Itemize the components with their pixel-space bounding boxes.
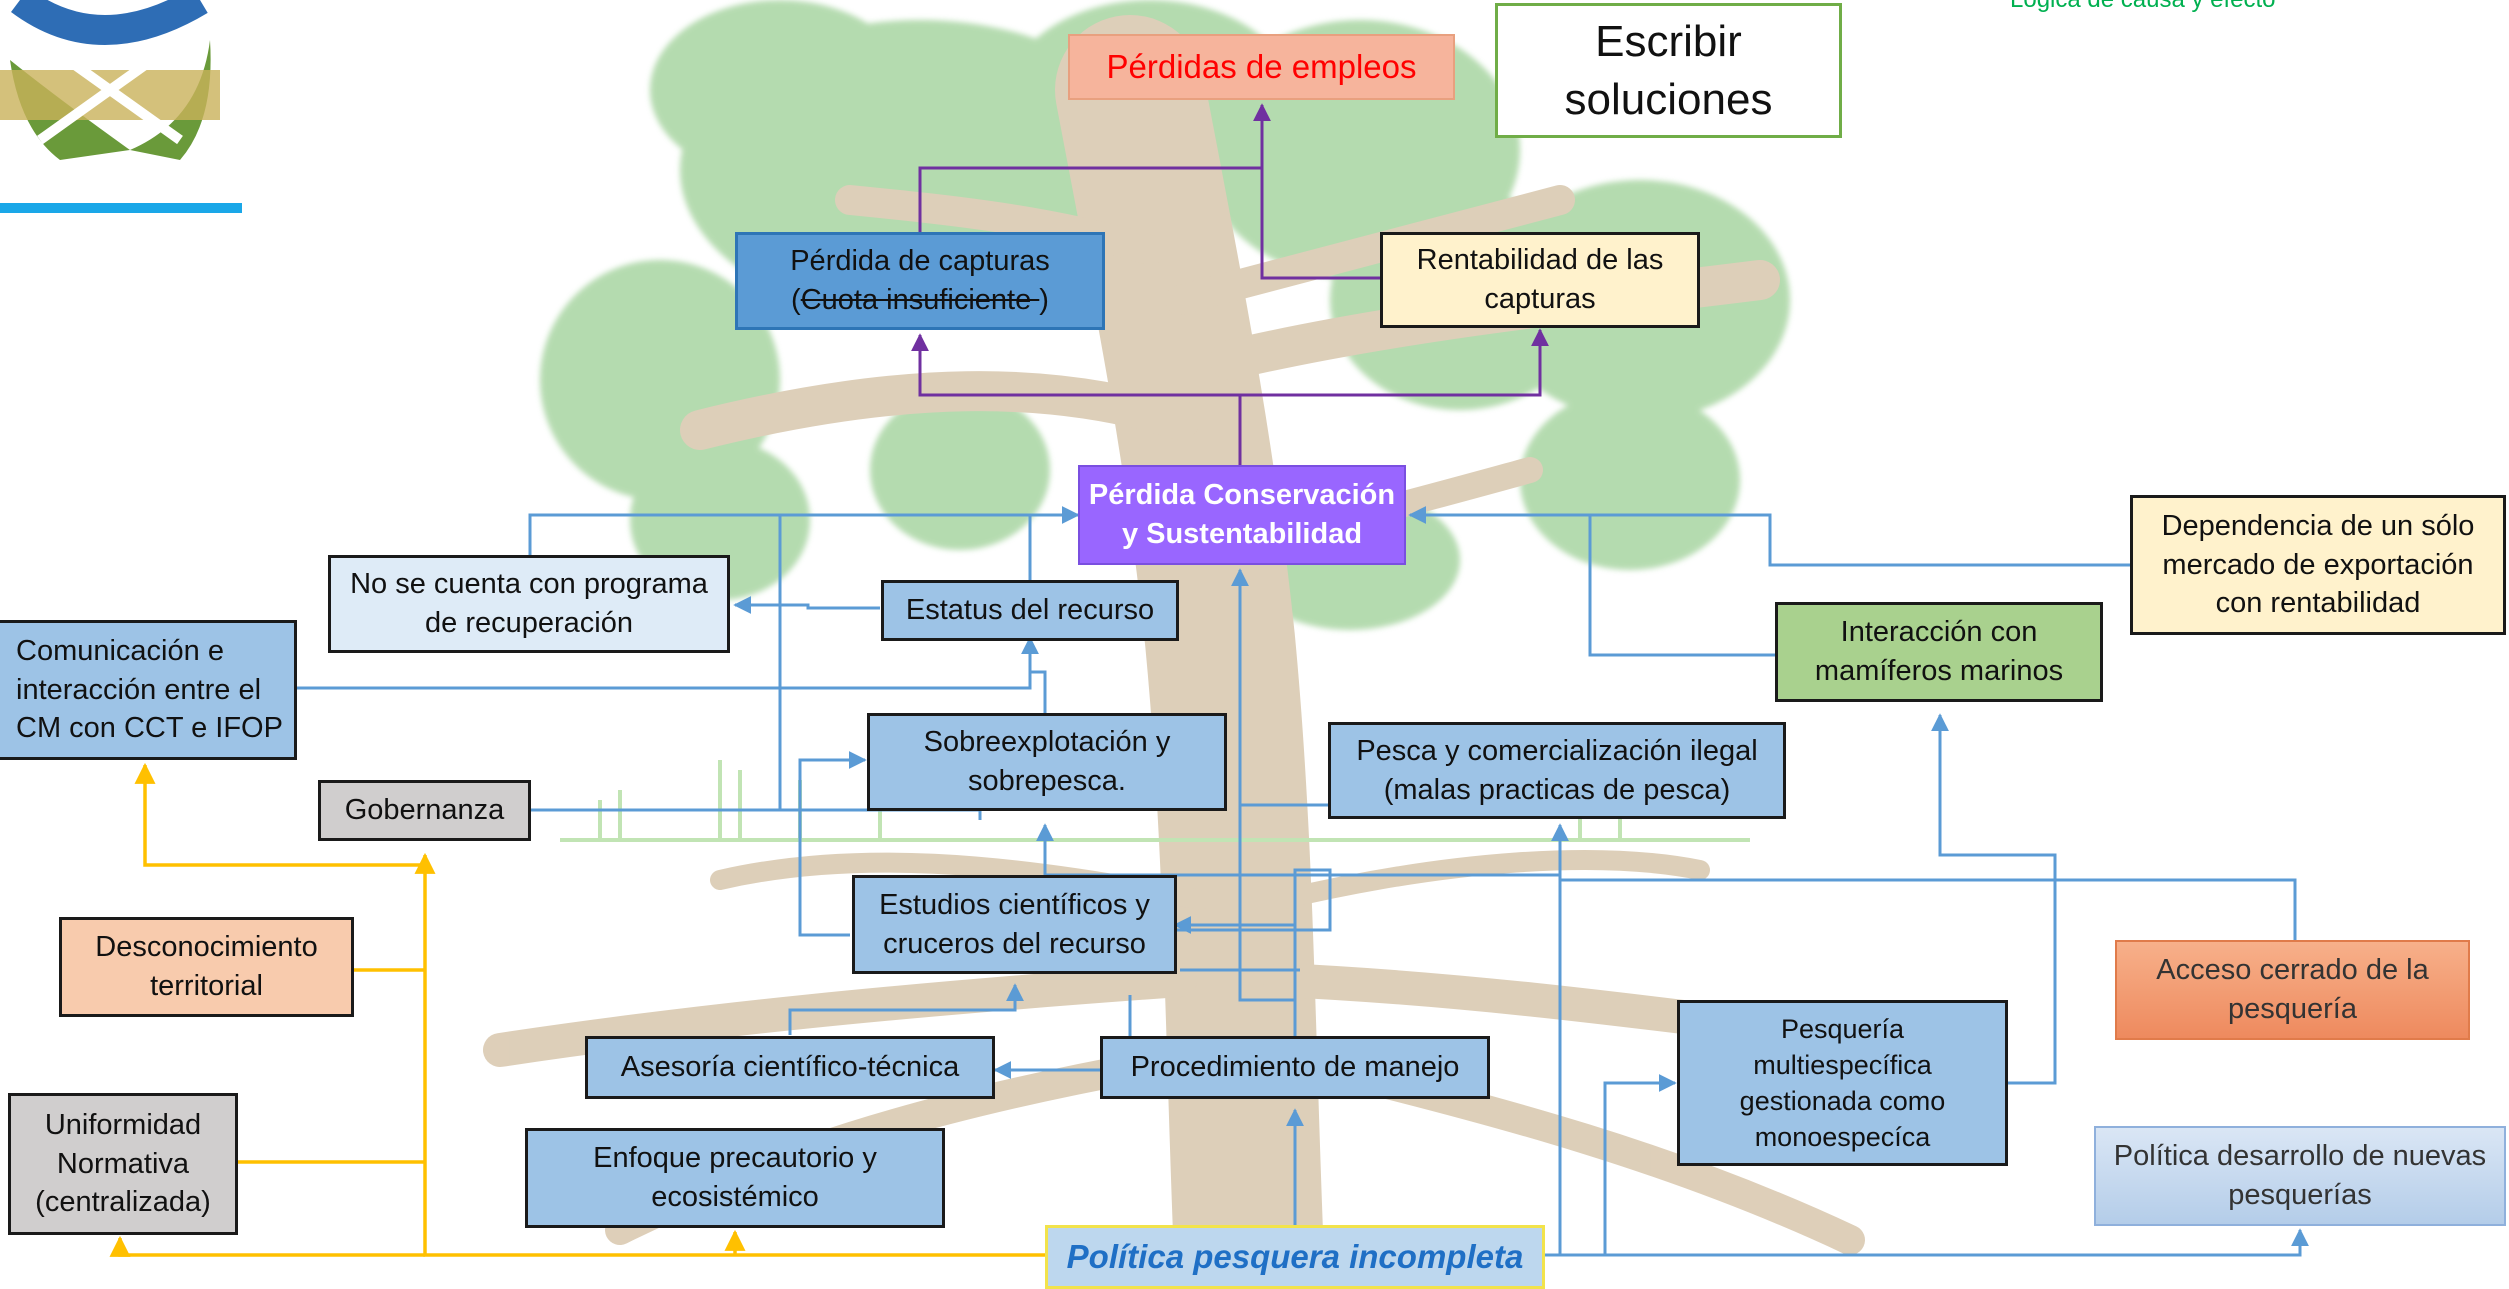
cause-precautionary: Enfoque precautorio y ecosistémico [525, 1128, 945, 1228]
cause-advisory: Asesoría científico-técnica [585, 1036, 995, 1099]
catch-loss-line1: Pérdida de capturas [790, 245, 1050, 278]
cause-illegal-fishing: Pesca y comercialización ilegal (malas p… [1328, 722, 1786, 819]
accent-bar [0, 203, 242, 213]
logo-icon [0, 0, 220, 160]
cause-management-procedure: Procedimiento de manejo [1100, 1036, 1490, 1099]
catch-loss-paren-close: ) [1039, 284, 1049, 316]
cause-overexploitation: Sobreexplotación y sobrepesca. [867, 713, 1227, 811]
catch-loss-struck-text: Cuota insuficiente [800, 284, 1040, 316]
catch-loss-line2: (Cuota insuficiente ) [791, 281, 1049, 320]
cause-single-market: Dependencia de un sólo mercado de export… [2130, 495, 2506, 635]
cause-scientific-studies: Estudios científicos y cruceros del recu… [852, 875, 1177, 974]
effect-profitability: Rentabilidad de las capturas [1380, 232, 1700, 328]
effect-catch-loss: Pérdida de capturas (Cuota insuficiente … [735, 232, 1105, 330]
cause-uniformity: Uniformidad Normativa (centralizada) [8, 1093, 238, 1235]
cause-closed-access: Acceso cerrado de la pesquería [2115, 940, 2470, 1040]
yellow-arrows [109, 762, 1045, 1257]
cause-communication: Comunicación e interacción entre el CM c… [0, 620, 297, 760]
cause-no-recovery: No se cuenta con programa de recuperació… [328, 555, 730, 653]
effect-arrows [911, 103, 1549, 465]
logic-label: Lógica de causa y efecto [2010, 0, 2276, 14]
cause-new-fisheries: Política desarrollo de nuevas pesquerías [2094, 1126, 2506, 1226]
cause-resource-status: Estatus del recurso [881, 580, 1179, 641]
cause-governance: Gobernanza [318, 780, 531, 841]
cause-territorial: Desconocimiento territorial [59, 917, 354, 1017]
notes-box: Escribir soluciones [1495, 3, 1842, 138]
central-problem: Pérdida Conservación y Sustentabilidad [1078, 465, 1406, 565]
effect-job-loss: Pérdidas de empleos [1068, 34, 1455, 100]
catch-loss-paren-open: ( [791, 284, 801, 316]
root-cause: Política pesquera incompleta [1045, 1225, 1545, 1289]
cause-marine-mammals: Interacción con mamíferos marinos [1775, 602, 2103, 702]
cause-arrows [295, 506, 2309, 1257]
cause-multispecies: Pesquería multiespecífica gestionada com… [1677, 1000, 2008, 1166]
